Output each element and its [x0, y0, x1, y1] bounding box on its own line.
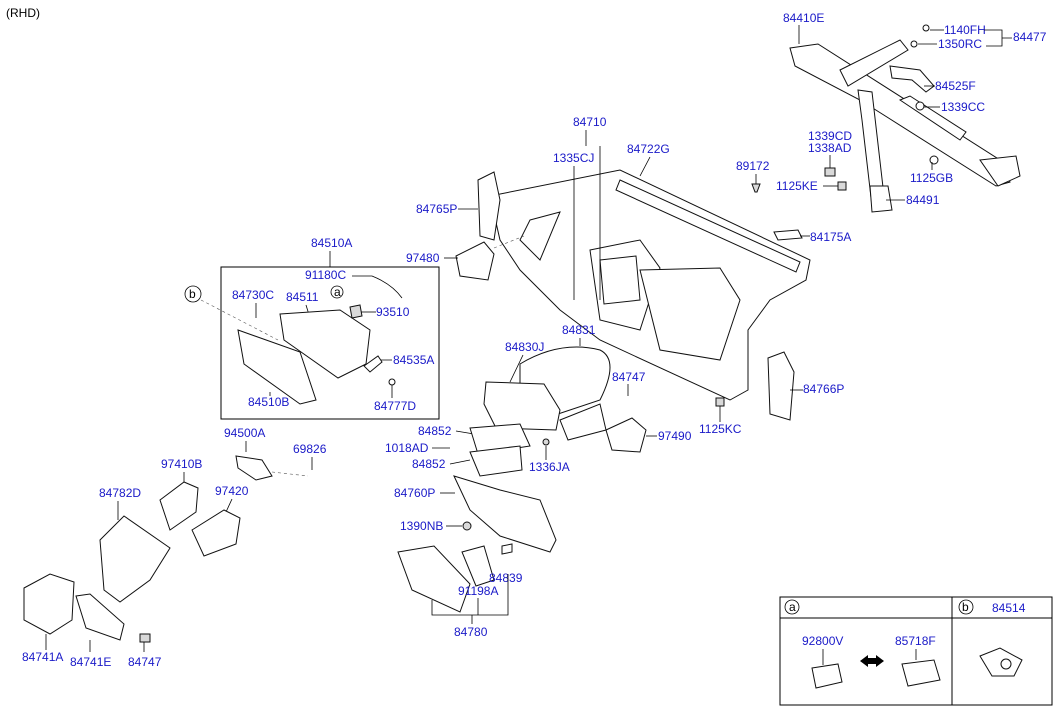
label-84741A: 84741A: [22, 650, 63, 664]
crossmember-assembly: [789, 24, 1021, 213]
label-1390NB: 1390NB: [400, 519, 443, 533]
variant-label: (RHD): [6, 6, 40, 20]
label-84839: 84839: [489, 571, 523, 585]
label-94500A: 94500A: [224, 426, 265, 440]
label-84747-a: 84747: [612, 370, 646, 384]
callout-b: b: [189, 287, 196, 301]
label-84491: 84491: [906, 193, 940, 207]
legend-marker-b: b: [962, 600, 969, 614]
label-84830J: 84830J: [505, 340, 544, 354]
label-84175A: 84175A: [810, 230, 851, 244]
label-84511: 84511: [286, 290, 319, 304]
label-91198A: 91198A: [458, 584, 498, 598]
callout-a: a: [334, 285, 341, 299]
label-84747-b: 84747: [128, 655, 162, 669]
label-1350RC: 1350RC: [938, 37, 982, 51]
crash-pad-main-panel: [489, 169, 811, 401]
legend-part-84514: 84514: [992, 601, 1026, 615]
legend-marker-a: a: [789, 600, 796, 614]
label-84852-a: 84852: [418, 424, 452, 438]
label-84510B: 84510B: [248, 395, 289, 409]
label-97490: 97490: [658, 429, 692, 443]
label-84760P: 84760P: [394, 486, 435, 500]
label-84765P: 84765P: [416, 202, 457, 216]
label-1140FH: 1140FH: [944, 23, 986, 37]
label-97480: 97480: [406, 251, 440, 265]
label-84710: 84710: [573, 115, 607, 129]
label-84831: 84831: [562, 323, 596, 337]
label-1125KC: 1125KC: [699, 422, 742, 436]
interchangeable-arrow-icon: [860, 655, 884, 667]
legend-part-85718F: 85718F: [895, 634, 936, 648]
label-1339CD: 1339CD: [808, 129, 852, 143]
label-84780: 84780: [454, 625, 488, 639]
legend-part-92800V: 92800V: [802, 634, 843, 648]
legend-box: a b 84514 92800V 85718F: [779, 596, 1053, 706]
label-1338AD: 1338AD: [808, 141, 852, 155]
label-89172: 89172: [736, 159, 770, 173]
label-84525F: 84525F: [935, 79, 976, 93]
label-97420: 97420: [215, 484, 249, 498]
label-84852-b: 84852: [412, 457, 446, 471]
label-84477: 84477: [1013, 30, 1047, 44]
label-91180C: 91180C: [305, 268, 346, 282]
label-97410B: 97410B: [161, 457, 202, 471]
label-1336JA: 1336JA: [529, 460, 570, 474]
label-84722G: 84722G: [627, 142, 670, 156]
label-84766P: 84766P: [803, 382, 844, 396]
label-69826: 69826: [293, 442, 327, 456]
label-84782D: 84782D: [99, 486, 141, 500]
label-84410E: 84410E: [783, 11, 824, 25]
label-1125KE: 1125KE: [776, 179, 818, 193]
label-1125GB: 1125GB: [910, 171, 953, 185]
label-84510A: 84510A: [311, 236, 352, 250]
label-84535A: 84535A: [393, 353, 434, 367]
label-84777D: 84777D: [374, 399, 416, 413]
label-1339CC: 1339CC: [941, 100, 985, 114]
label-84730C: 84730C: [232, 288, 274, 302]
label-84741E: 84741E: [70, 655, 111, 669]
label-93510: 93510: [376, 305, 410, 319]
label-1335CJ: 1335CJ: [553, 151, 594, 165]
label-1018AD: 1018AD: [385, 441, 429, 455]
